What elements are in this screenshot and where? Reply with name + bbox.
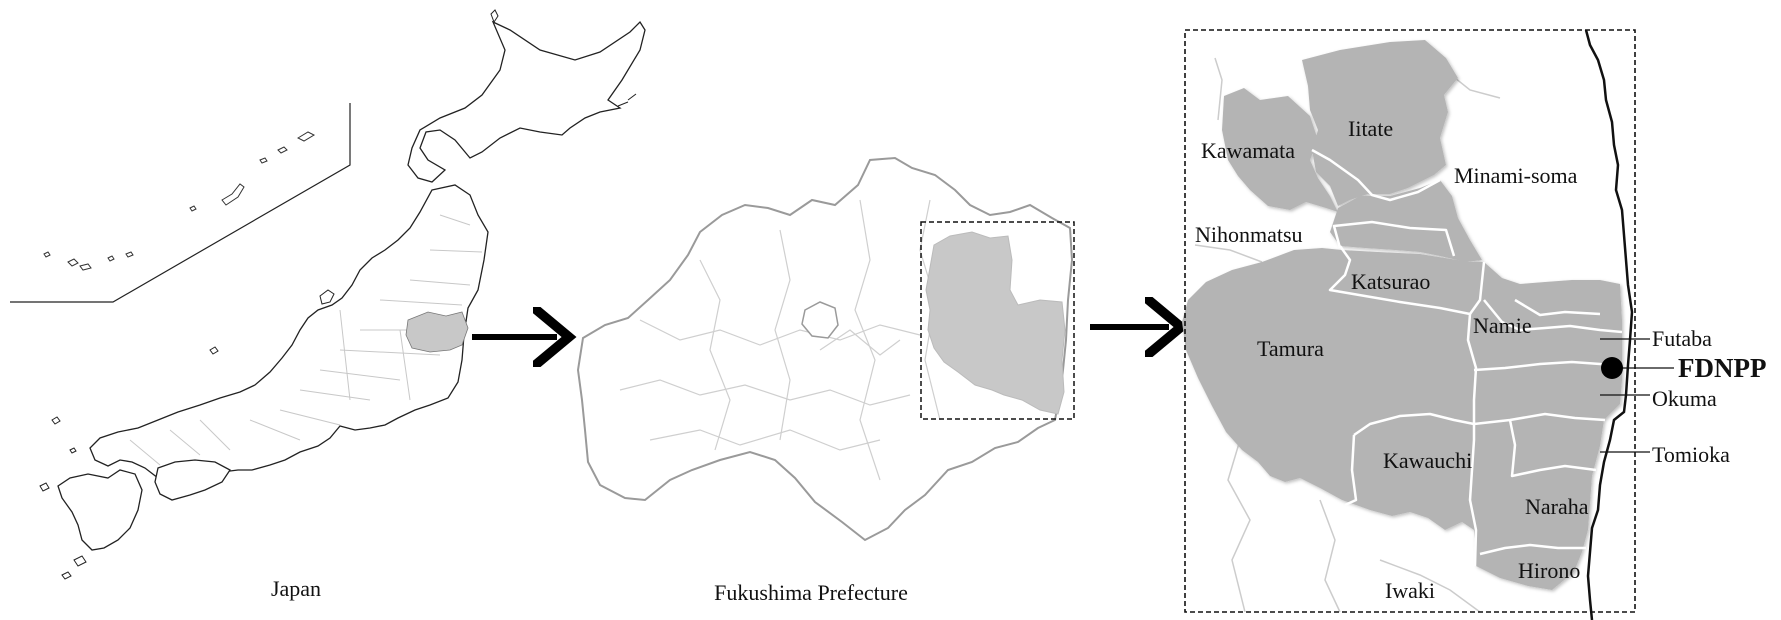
shikoku [154,459,231,501]
sado-island [319,289,335,305]
fdnpp-marker [1601,357,1623,379]
municipalities [1182,40,1622,590]
caption-area: Iwaki [1385,578,1435,603]
label-namie: Namie [1473,313,1532,338]
fukushima-highlight [405,311,469,353]
label-naraha: Naraha [1525,494,1589,519]
label-iitate: Iitate [1348,116,1393,141]
label-katsurao: Katsurao [1351,269,1430,294]
study-area-map: Kawamata Iitate Minami-soma Nihonmatsu K… [1182,29,1766,620]
prefecture-map [576,156,1075,542]
prefecture-borders [129,214,483,466]
area-frame [1184,29,1636,613]
caption-japan: Japan [271,576,321,601]
honshu [89,184,489,483]
okinawa-inset-frame [10,103,351,303]
southern-block [1182,248,1622,590]
prefecture-zoom-box [920,221,1075,420]
okinawa-islands [43,131,316,271]
label-futaba: Futaba [1652,326,1712,351]
japan-map [10,9,646,580]
label-hirono: Hirono [1518,558,1580,583]
label-kawamata: Kawamata [1201,138,1295,163]
lake-inawashiro [801,301,839,339]
label-tamura: Tamura [1257,336,1324,361]
kawamata-region [1222,88,1338,212]
katsurao-north-region [1330,180,1482,262]
kyushu [57,469,143,551]
coastline [1584,29,1634,620]
label-nihonmatsu: Nihonmatsu [1195,222,1303,247]
hokkaido [407,20,646,183]
kurils [490,9,637,107]
prefecture-internal-borders [619,199,941,481]
iitate-region [1302,40,1458,206]
label-tomioka: Tomioka [1652,442,1730,467]
prefecture-study-area [925,231,1066,415]
label-fdnpp: FDNPP [1678,353,1766,383]
southern-islands [39,346,219,580]
label-minami-soma: Minami-soma [1454,163,1578,188]
caption-prefecture: Fukushima Prefecture [714,580,908,605]
label-kawauchi: Kawauchi [1383,448,1472,473]
label-okuma: Okuma [1652,386,1717,411]
